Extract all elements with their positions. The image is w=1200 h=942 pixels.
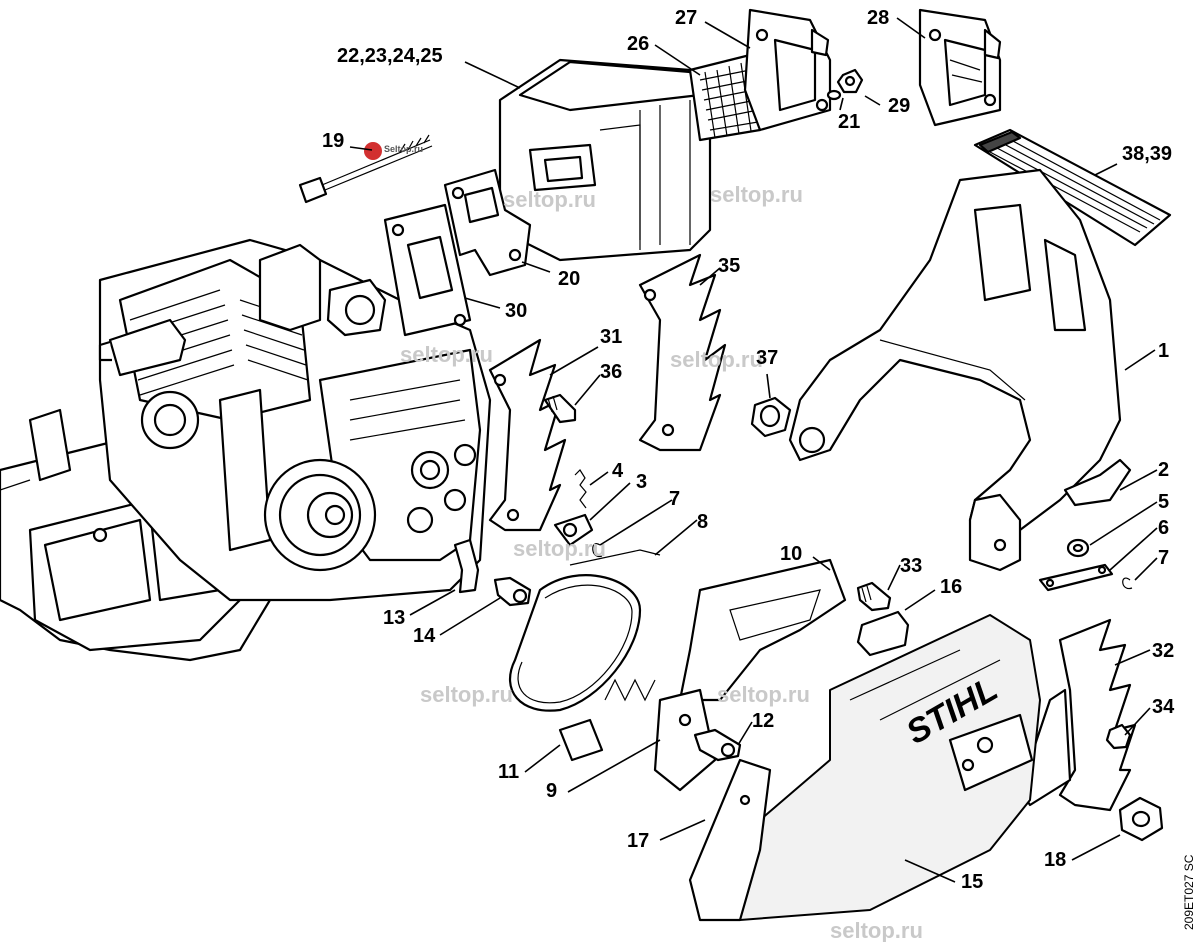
bushing-37 bbox=[750, 396, 792, 438]
watermark: seltop.ru bbox=[513, 536, 606, 561]
spring-8 bbox=[569, 549, 661, 566]
screw-12 bbox=[693, 728, 742, 762]
callout-21: 21 bbox=[838, 111, 860, 133]
watermark: seltop.ru bbox=[400, 342, 493, 367]
bumper-spike-35 bbox=[638, 253, 727, 452]
leader-lines bbox=[349, 17, 1158, 883]
callout-6: 6 bbox=[1158, 517, 1169, 539]
watermark: seltop.ru bbox=[670, 347, 763, 372]
plate-30 bbox=[383, 203, 472, 337]
watermark: seltop.ru bbox=[503, 187, 596, 212]
callout-22-25: 22,23,24,25 bbox=[337, 45, 443, 67]
callout-26: 26 bbox=[627, 33, 649, 55]
callout-17: 17 bbox=[627, 830, 649, 852]
callout-19: 19 bbox=[322, 130, 344, 152]
callout-1: 1 bbox=[1158, 340, 1169, 362]
clip-7-left bbox=[592, 543, 603, 557]
callout-4: 4 bbox=[612, 460, 624, 482]
callout-15: 15 bbox=[961, 871, 983, 893]
exhaust-cover-28 bbox=[918, 8, 1002, 127]
exhaust-gasket-27 bbox=[743, 8, 832, 132]
callout-18: 18 bbox=[1044, 849, 1066, 871]
callout-9: 9 bbox=[546, 780, 557, 802]
callout-32: 32 bbox=[1152, 640, 1174, 662]
callout-28: 28 bbox=[867, 7, 889, 29]
screw-19 bbox=[298, 134, 433, 204]
callout-12: 12 bbox=[752, 710, 774, 732]
callout-5: 5 bbox=[1158, 491, 1169, 513]
callout-16: 16 bbox=[940, 576, 962, 598]
callout-34: 34 bbox=[1152, 696, 1175, 718]
engine-housing bbox=[0, 238, 492, 662]
callout-30: 30 bbox=[505, 300, 527, 322]
seltop-logo: Seltop.ru bbox=[364, 142, 423, 160]
callout-8: 8 bbox=[697, 511, 708, 533]
callout-27: 27 bbox=[675, 7, 697, 29]
callout-10: 10 bbox=[780, 543, 802, 565]
callout-20: 20 bbox=[558, 268, 580, 290]
callout-29: 29 bbox=[888, 95, 910, 117]
screw-14 bbox=[493, 576, 532, 607]
watermark: seltop.ru bbox=[717, 682, 810, 707]
watermark: seltop.ru bbox=[830, 918, 923, 942]
nuts-21-29 bbox=[826, 68, 864, 101]
lever-3 bbox=[553, 513, 594, 547]
link-2 bbox=[1063, 458, 1132, 507]
brake-lever-10 bbox=[678, 558, 847, 702]
callout-11: 11 bbox=[498, 761, 519, 783]
callout-31: 31 bbox=[600, 326, 622, 348]
callout-33: 33 bbox=[900, 555, 922, 577]
brake-band-8 bbox=[509, 574, 642, 712]
screw-33 bbox=[856, 581, 892, 612]
nut-16 bbox=[856, 610, 910, 657]
gasket-20 bbox=[443, 168, 532, 277]
link-6 bbox=[1038, 563, 1114, 592]
drawing-code: 209ET027 SC bbox=[1182, 854, 1196, 930]
callout-3: 3 bbox=[636, 471, 647, 493]
watermark: seltop.ru bbox=[710, 182, 803, 207]
nut-34 bbox=[1105, 723, 1132, 750]
hand-guard bbox=[788, 168, 1122, 572]
nut-18 bbox=[1118, 796, 1164, 842]
callout-36: 36 bbox=[600, 361, 622, 383]
callout-13: 13 bbox=[383, 607, 405, 629]
callout-7-left: 7 bbox=[669, 488, 680, 510]
label-plate bbox=[973, 128, 1172, 247]
callout-38-39: 38,39 bbox=[1122, 143, 1172, 165]
watermark: seltop.ru bbox=[420, 682, 513, 707]
clip-7-right bbox=[1122, 577, 1133, 590]
screw-36 bbox=[543, 393, 577, 424]
lever-13 bbox=[453, 538, 480, 594]
bumper-spike-31 bbox=[488, 338, 567, 532]
callout-37: 37 bbox=[756, 347, 778, 369]
muffler bbox=[498, 58, 712, 262]
callout-14: 14 bbox=[413, 625, 436, 647]
logo-text: Seltop.ru bbox=[384, 144, 423, 154]
brake-lever-9 bbox=[653, 688, 717, 792]
spring-11 bbox=[558, 678, 656, 762]
spring-4 bbox=[574, 469, 587, 509]
callout-2: 2 bbox=[1158, 459, 1169, 481]
callout-35: 35 bbox=[718, 255, 740, 277]
sprocket-cover bbox=[719, 614, 1041, 921]
callout-7-right: 7 bbox=[1158, 547, 1169, 569]
washer-5 bbox=[1066, 538, 1090, 558]
chain-catcher-17 bbox=[688, 758, 772, 922]
